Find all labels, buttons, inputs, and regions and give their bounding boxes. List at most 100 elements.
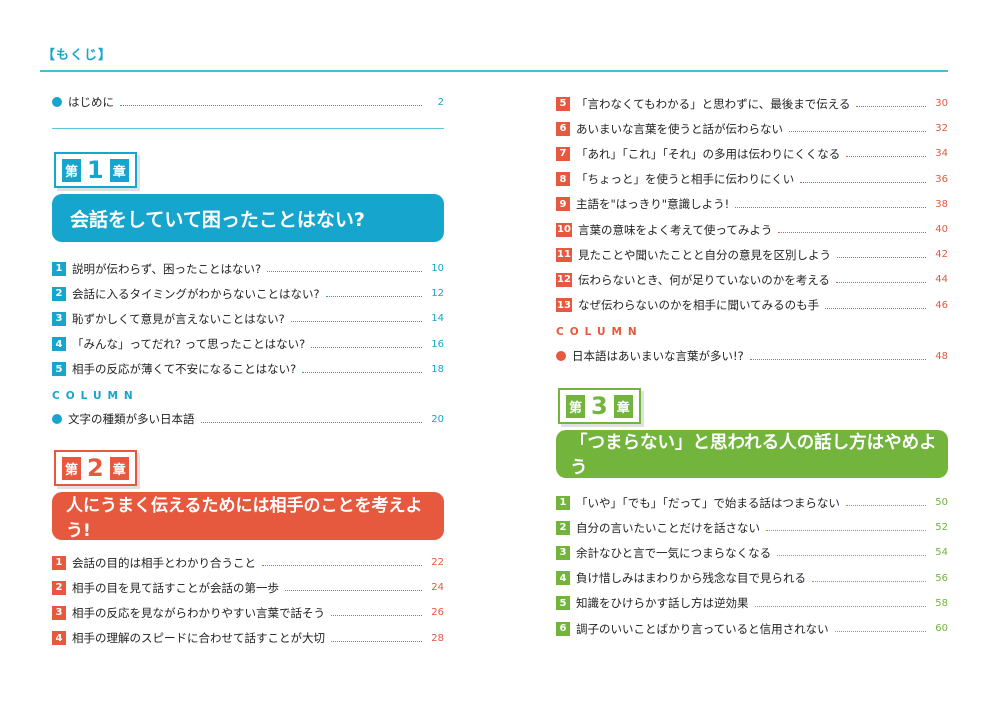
toc-entry-column[interactable]: 日本語はあいまいな言葉が多い!? 48 [556, 346, 948, 366]
chapter-2-marker: 第 2 章 [54, 450, 137, 486]
page-number: 40 [935, 224, 948, 236]
page-number: 48 [935, 350, 948, 362]
page-number: 26 [431, 607, 444, 619]
toc-entry[interactable]: 6 あいまいな言葉を使うと話が伝わらない 32 [556, 116, 948, 141]
page-number: 32 [935, 123, 948, 135]
entry-number: 8 [556, 172, 570, 187]
page-number: 52 [935, 522, 948, 534]
entry-title: 相手の反応が薄くて不安になることはない? [72, 362, 297, 377]
toc-entry[interactable]: 6 調子のいいことばかり言っていると信用されない 60 [556, 616, 948, 641]
toc-entry[interactable]: 10 言葉の意味をよく考えて使ってみよう 40 [556, 217, 948, 242]
page-number: 18 [431, 363, 444, 375]
column-label: COLUMN [556, 326, 643, 338]
page-number: 56 [935, 572, 948, 584]
toc-entry[interactable]: 3 相手の反応を見ながらわかりやすい言葉で話そう 26 [52, 600, 444, 625]
toc-entry[interactable]: 3 余計なひと言で一気につまらなくなる 54 [556, 540, 948, 565]
toc-entry[interactable]: 7 「あれ」「これ」「それ」の多用は伝わりにくくなる 34 [556, 141, 948, 166]
chapter-2-title[interactable]: 人にうまく伝えるためには相手のことを考えよう! [52, 492, 444, 541]
toc-entry[interactable]: 8 「ちょっと」を使うと相手に伝わりにくい 36 [556, 167, 948, 192]
intro-label: はじめに [68, 95, 114, 109]
page-number: 46 [935, 299, 948, 311]
chapter-3-list: 1 「いや」「でも」「だって」で始まる話はつまらない 50 2 自分の言いたいこ… [556, 490, 948, 641]
entry-title: 相手の目を見て話すことが会話の第一歩 [72, 580, 279, 595]
page-number: 14 [431, 313, 444, 325]
page-number: 44 [935, 274, 948, 286]
chapter-1-marker: 第 1 章 [54, 152, 137, 188]
page-number: 36 [935, 173, 948, 185]
page-number: 20 [431, 413, 444, 425]
bullet-dot-icon [52, 97, 62, 107]
entry-number: 4 [52, 631, 66, 646]
section-divider [52, 128, 444, 129]
entry-number: 4 [52, 337, 66, 352]
toc-entry[interactable]: 12 伝わらないとき、何が足りていないのかを考える 44 [556, 267, 948, 292]
toc-entry[interactable]: 2 会話に入るタイミングがわからないことはない? 12 [52, 281, 444, 306]
dotted-leader [302, 371, 422, 373]
page-number: 12 [431, 288, 444, 300]
entry-number: 12 [556, 272, 572, 287]
toc-entry[interactable]: 1 「いや」「でも」「だって」で始まる話はつまらない 50 [556, 490, 948, 515]
entry-title: 「みんな」ってだれ? って思ったことはない? [72, 337, 306, 352]
entry-number: 6 [556, 621, 570, 636]
chapter-suffix: 章 [613, 394, 633, 418]
entry-title: 負け惜しみはまわりから残念な目で見られる [576, 571, 806, 586]
toc-entry[interactable]: 2 相手の目を見て話すことが会話の第一歩 24 [52, 575, 444, 600]
chapter-prefix: 第 [566, 394, 586, 418]
toc-entry[interactable]: 2 自分の言いたいことだけを話さない 52 [556, 515, 948, 540]
entry-title: 自分の言いたいことだけを話さない [576, 520, 760, 535]
toc-entry[interactable]: 13 なぜ伝わらないのかを相手に聞いてみるのも手 46 [556, 293, 948, 318]
toc-entry[interactable]: 9 主語を"はっきり"意識しよう! 38 [556, 192, 948, 217]
toc-entry[interactable]: 5 知識をひけらかす話し方は逆効果 58 [556, 591, 948, 616]
chapter-3-title[interactable]: 「つまらない」と思われる人の話し方はやめよう [556, 430, 948, 478]
entry-title: 相手の理解のスピードに合わせて話すことが大切 [72, 631, 325, 646]
entry-title: 日本語はあいまいな言葉が多い!? [572, 349, 744, 363]
page-number: 34 [935, 148, 948, 160]
toc-entry[interactable]: 5 相手の反応が薄くて不安になることはない? 18 [52, 357, 444, 382]
entry-number: 3 [52, 311, 66, 326]
toc-entry[interactable]: 1 説明が伝わらず、困ったことはない? 10 [52, 256, 444, 281]
entry-number: 9 [556, 197, 570, 212]
entry-title: 「言わなくてもわかる」と思わずに、最後まで伝える [576, 96, 851, 111]
toc-entry-column[interactable]: 文字の種類が多い日本語 20 [52, 409, 444, 429]
chapter-1-title[interactable]: 会話をしていて困ったことはない? [52, 194, 444, 242]
toc-heading: 【もくじ】 [42, 48, 113, 63]
entry-title: 知識をひけらかす話し方は逆効果 [576, 596, 749, 611]
dotted-leader [800, 181, 926, 183]
entry-title: 「いや」「でも」「だって」で始まる話はつまらない [576, 495, 840, 510]
page-number: 38 [935, 198, 948, 210]
dotted-leader [200, 421, 422, 423]
entry-number: 6 [556, 121, 570, 136]
toc-entry-intro[interactable]: はじめに 2 [52, 92, 444, 112]
dotted-leader [120, 104, 422, 106]
dotted-leader [766, 530, 926, 532]
entry-number: 3 [52, 605, 66, 620]
toc-entry[interactable]: 4 「みんな」ってだれ? って思ったことはない? 16 [52, 332, 444, 357]
entry-title: 相手の反応を見ながらわかりやすい言葉で話そう [72, 605, 325, 620]
page-number: 50 [935, 497, 948, 509]
dotted-leader [856, 106, 926, 108]
entry-title: あいまいな言葉を使うと話が伝わらない [576, 121, 783, 136]
entry-number: 10 [556, 222, 572, 237]
entry-title: 「ちょっと」を使うと相手に伝わりにくい [576, 172, 795, 187]
toc-entry[interactable]: 3 恥ずかしくて意見が言えないことはない? 14 [52, 306, 444, 331]
entry-number: 2 [556, 520, 570, 535]
entry-title: 見たことや聞いたことと自分の意見を区別しよう [578, 247, 831, 262]
entry-number: 1 [52, 261, 66, 276]
page-number: 16 [431, 338, 444, 350]
entry-title: 伝わらないとき、何が足りていないのかを考える [578, 272, 830, 287]
dotted-leader [777, 555, 926, 557]
dotted-leader [754, 605, 926, 607]
page-number: 22 [431, 557, 444, 569]
toc-entry[interactable]: 4 負け惜しみはまわりから残念な目で見られる 56 [556, 566, 948, 591]
toc-entry[interactable]: 1 会話の目的は相手とわかり合うこと 22 [52, 550, 444, 575]
chapter-number: 2 [87, 454, 104, 482]
entry-number: 1 [52, 555, 66, 570]
toc-entry[interactable]: 11 見たことや聞いたことと自分の意見を区別しよう 42 [556, 242, 948, 267]
dotted-leader [285, 590, 422, 592]
toc-entry[interactable]: 5 「言わなくてもわかる」と思わずに、最後まで伝える 30 [556, 91, 948, 116]
entry-number: 5 [556, 596, 570, 611]
page-number: 10 [431, 263, 444, 275]
page-number: 24 [431, 582, 444, 594]
chapter-2-list-right: 5 「言わなくてもわかる」と思わずに、最後まで伝える 30 6 あいまいな言葉を… [556, 91, 948, 318]
toc-entry[interactable]: 4 相手の理解のスピードに合わせて話すことが大切 28 [52, 626, 444, 651]
